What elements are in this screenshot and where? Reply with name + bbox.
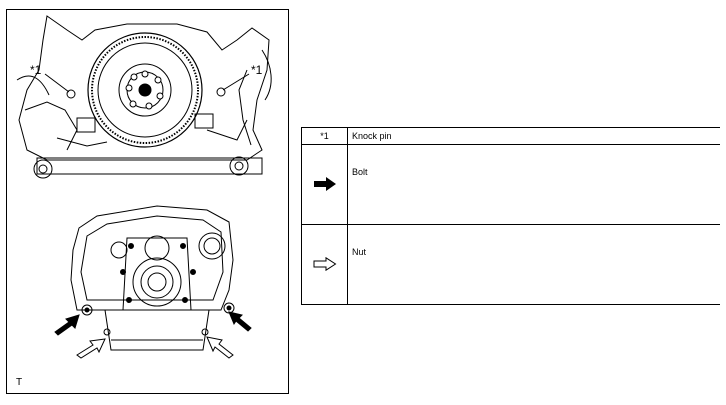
knock-pin-callout-right: *1 xyxy=(251,63,263,77)
bolt-arrow-icon xyxy=(228,311,252,332)
legend-row-nut: Nut xyxy=(301,224,720,305)
legend-table: *1 Knock pin Bolt Nut xyxy=(301,127,720,305)
nut-arrow-icon xyxy=(76,338,106,359)
legend-label-knock-pin: Knock pin xyxy=(347,127,720,145)
legend-row-knock-pin: *1 Knock pin xyxy=(301,127,720,145)
engine-front-view xyxy=(70,205,235,351)
flywheel-view xyxy=(16,15,272,179)
outline-arrow-icon xyxy=(313,256,336,271)
bolt-arrow-icon xyxy=(54,314,80,336)
legend-row-bolt: Bolt xyxy=(301,144,720,225)
knock-pin-callout-left: *1 xyxy=(30,63,42,77)
legend-label-nut: Nut xyxy=(347,224,720,305)
engine-illustration xyxy=(16,15,272,359)
legend-key-nut xyxy=(301,224,348,305)
nut-arrow-icon xyxy=(206,336,234,359)
solid-arrow-icon xyxy=(313,176,336,191)
legend-label-bolt: Bolt xyxy=(347,144,720,225)
figure-code: T xyxy=(16,377,23,388)
legend-key-bolt xyxy=(301,144,348,225)
legend-key-label: *1 xyxy=(301,127,348,145)
illustration-frame: *1 *1 T xyxy=(6,9,289,394)
